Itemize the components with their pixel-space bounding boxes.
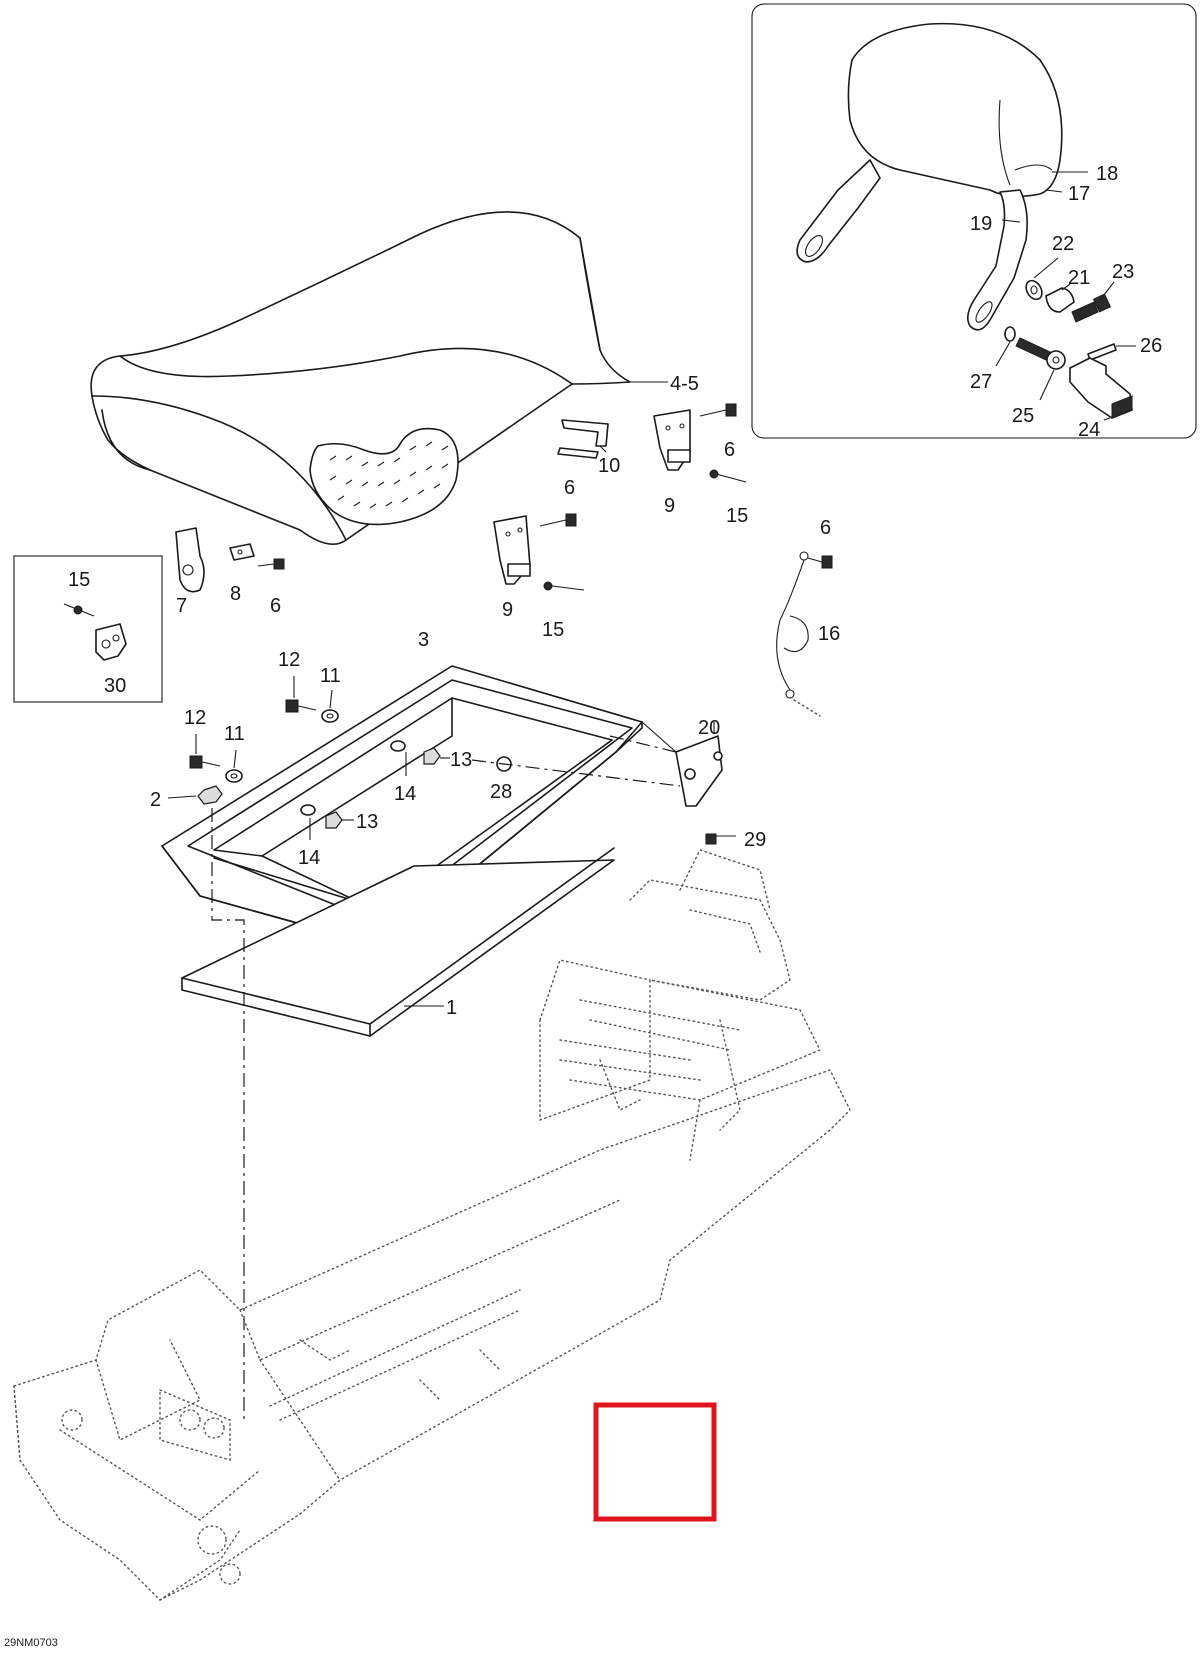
rivet-bracket-inset [13,555,163,703]
callout-28: 28 [490,781,512,803]
highlight-box [593,1402,717,1522]
document-code: 29NM0703 [4,1637,58,1649]
callout-6: 6 [270,595,281,617]
callout-6: 6 [564,477,575,499]
callout-27: 27 [970,371,992,393]
callout-15: 15 [68,569,90,591]
callout-9: 9 [664,495,675,517]
callout-21: 21 [1068,267,1090,289]
callout-16: 16 [818,623,840,645]
callout-10: 10 [598,455,620,477]
callout-24: 24 [1078,419,1100,441]
callout-23: 23 [1112,261,1134,283]
callout-29: 29 [744,829,766,851]
hinge-9-lower [493,513,585,591]
callout-1: 1 [446,997,457,1019]
callout-20: 20 [698,717,720,739]
part-10-strip [557,419,609,459]
callout-22: 22 [1052,233,1074,255]
callout-12: 12 [278,649,300,671]
callout-12: 12 [184,707,206,729]
callout-15: 15 [542,619,564,641]
callout-9: 9 [502,599,513,621]
callout-6: 6 [820,517,831,539]
callout-18: 18 [1096,163,1118,185]
callout-14: 14 [298,847,320,869]
callout-19: 19 [970,213,992,235]
callout-4-5: 4-5 [670,373,699,395]
callout-26: 26 [1140,335,1162,357]
bracket-7-8 [175,527,285,593]
callout-13: 13 [450,749,472,771]
callout-25: 25 [1012,405,1034,427]
callout-15: 15 [726,505,748,527]
storage-tray-3 [161,665,643,1037]
backrest-inset [751,3,1197,439]
seat-cushion [90,211,668,546]
callout-8: 8 [230,583,241,605]
callout-labels: 4-5 10 9 6 15 6 9 15 7 8 6 15 30 6 16 3 … [4,163,1162,1649]
callout-6: 6 [724,439,735,461]
callout-11: 11 [320,665,341,687]
callout-14: 14 [394,783,416,805]
callout-30: 30 [104,675,126,697]
callout-11: 11 [224,723,245,745]
callout-3: 3 [418,629,429,651]
tether-cable-16 [776,551,833,717]
bracket-20 [471,721,736,845]
callout-13: 13 [356,811,378,833]
hinge-9-upper [653,403,747,483]
callout-7: 7 [176,595,187,617]
callout-17: 17 [1068,183,1090,205]
chassis-frame [13,849,851,1601]
callout-2: 2 [150,789,161,811]
